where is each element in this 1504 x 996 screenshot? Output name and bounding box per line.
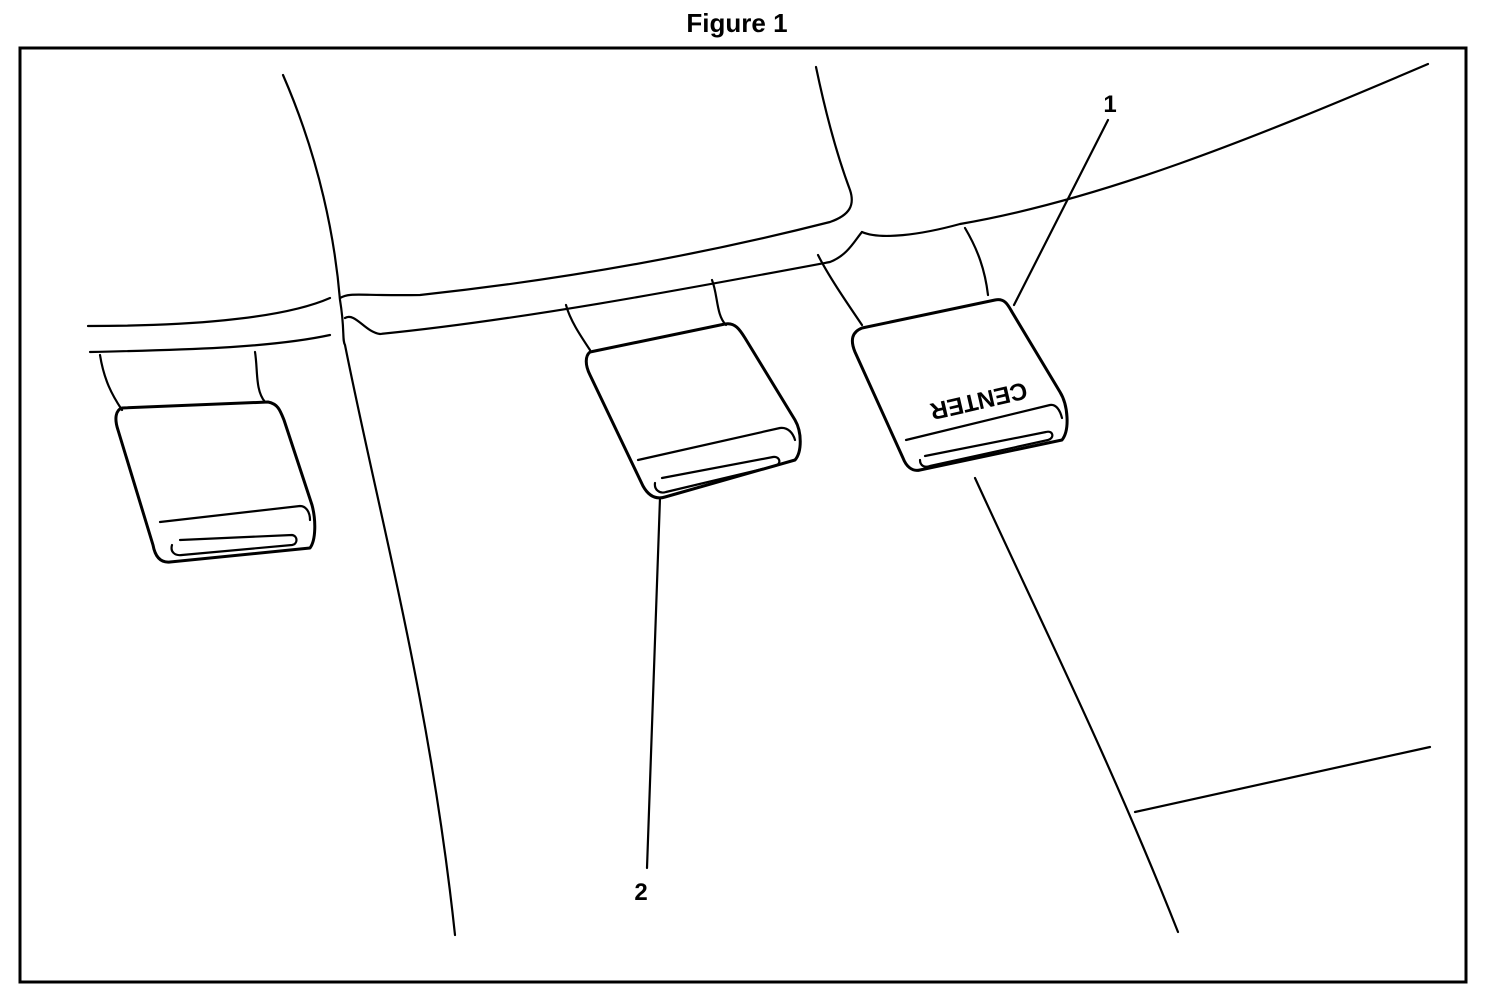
figure-frame (18, 46, 1468, 984)
callout-1-label: 1 (1103, 91, 1116, 118)
seat-cushion-outline (86, 62, 1432, 937)
center-marked-buckle: CENTER (816, 226, 1069, 472)
left-buckle (98, 350, 317, 564)
middle-buckle (564, 278, 802, 500)
callout-2: 2 (634, 496, 662, 906)
figure-title: Figure 1 (686, 8, 788, 38)
buckle-stamp-text: CENTER (928, 376, 1030, 425)
callout-1: 1 (1012, 91, 1117, 307)
callout-2-label: 2 (634, 879, 647, 906)
